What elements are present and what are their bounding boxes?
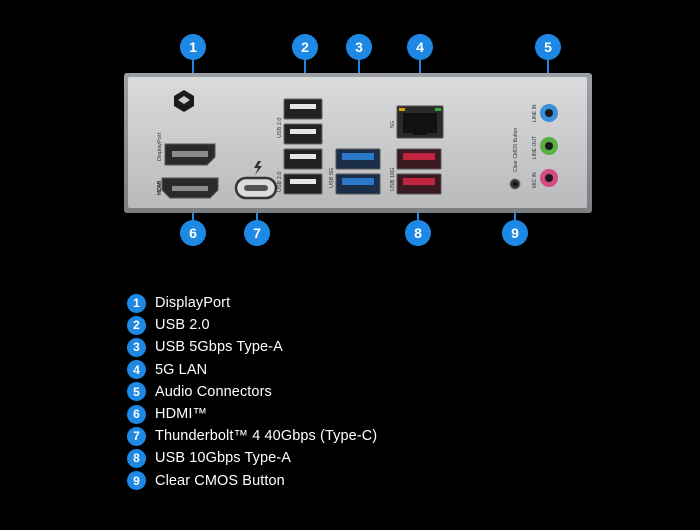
- legend-label: DisplayPort: [155, 295, 231, 312]
- legend-item: 4 5G LAN: [127, 359, 377, 381]
- callout-number: 1: [189, 39, 197, 55]
- legend-number-badge: 2: [127, 315, 146, 335]
- legend-item: 7 Thunderbolt™ 4 40Gbps (Type-C): [127, 425, 377, 447]
- legend-item: 5 Audio Connectors: [127, 381, 377, 403]
- legend-label: Thunderbolt™ 4 40Gbps (Type-C): [155, 428, 378, 445]
- line-out-label: LINE OUT: [532, 136, 538, 159]
- legend-label: Clear CMOS Button: [155, 472, 285, 489]
- usb2-bottom-label: USB 2.0: [277, 172, 283, 192]
- callout-number: 4: [416, 39, 424, 55]
- legend-item: 8 USB 10Gbps Type-A: [127, 447, 377, 469]
- usb2-top-label: USB 2.0: [277, 118, 283, 138]
- callout-number: 9: [511, 225, 519, 241]
- callout-marker: 6: [180, 220, 206, 246]
- hdmi-label: HDMI: [157, 180, 163, 195]
- brand-logo: [174, 90, 194, 112]
- usb10g-ports: [396, 148, 442, 195]
- legend-number-badge: 7: [127, 426, 146, 446]
- lan-port: [396, 105, 444, 139]
- line-in-label: LINE IN: [532, 104, 538, 122]
- legend-label: USB 2.0: [155, 317, 210, 334]
- legend-number-badge: 6: [127, 404, 146, 424]
- port-legend: 1 DisplayPort 2 USB 2.0 3 USB 5Gbps Type…: [127, 292, 377, 492]
- displayport-label: DisplayPort: [157, 132, 163, 161]
- thunderbolt-port: [234, 161, 278, 200]
- usb5g-label: USB 5G: [329, 168, 335, 188]
- callout-number: 7: [253, 225, 261, 241]
- callout-marker: 3: [346, 34, 372, 60]
- clear-cmos-label: Clear CMOS Button: [513, 128, 519, 172]
- callout-number: 5: [544, 39, 552, 55]
- callout-marker: 8: [405, 220, 431, 246]
- legend-number-badge: 9: [127, 471, 146, 491]
- legend-item: 2 USB 2.0: [127, 314, 377, 336]
- legend-label: USB 5Gbps Type-A: [155, 339, 283, 356]
- legend-label: USB 10Gbps Type-A: [155, 450, 292, 467]
- legend-number-badge: 4: [127, 360, 146, 380]
- mic-in-label: MIC IN: [532, 172, 538, 188]
- hdmi-port: [161, 177, 219, 199]
- legend-label: HDMI™: [155, 406, 208, 423]
- io-shield-plate: [128, 77, 587, 208]
- legend-item: 1 DisplayPort: [127, 292, 377, 314]
- callout-number: 2: [301, 39, 309, 55]
- legend-number-badge: 8: [127, 448, 146, 468]
- displayport-port: [164, 143, 216, 166]
- legend-item: 9 Clear CMOS Button: [127, 470, 377, 492]
- audio-jacks: [540, 104, 558, 187]
- callout-marker: 5: [535, 34, 561, 60]
- callout-marker: 2: [292, 34, 318, 60]
- legend-number-badge: 5: [127, 382, 146, 402]
- legend-label: Audio Connectors: [155, 383, 272, 400]
- usb5g-ports: [335, 148, 381, 195]
- legend-label: 5G LAN: [155, 361, 208, 378]
- io-panel-figure: DisplayPort HDMI USB 2.0 USB 2.0 USB 5G: [124, 34, 592, 246]
- clear-cmos-button: [509, 178, 521, 190]
- usb10g-label: USB 10G: [390, 168, 396, 191]
- legend-item: 3 USB 5Gbps Type-A: [127, 336, 377, 358]
- callout-number: 6: [189, 225, 197, 241]
- legend-number-badge: 1: [127, 293, 146, 313]
- callout-marker: 4: [407, 34, 433, 60]
- callout-marker: 7: [244, 220, 270, 246]
- legend-item: 6 HDMI™: [127, 403, 377, 425]
- callout-number: 8: [414, 225, 422, 241]
- usb2-ports: [283, 98, 323, 195]
- callout-marker: 1: [180, 34, 206, 60]
- callout-number: 3: [355, 39, 363, 55]
- lan-label: 5G: [390, 121, 396, 128]
- callout-marker: 9: [502, 220, 528, 246]
- legend-number-badge: 3: [127, 337, 146, 357]
